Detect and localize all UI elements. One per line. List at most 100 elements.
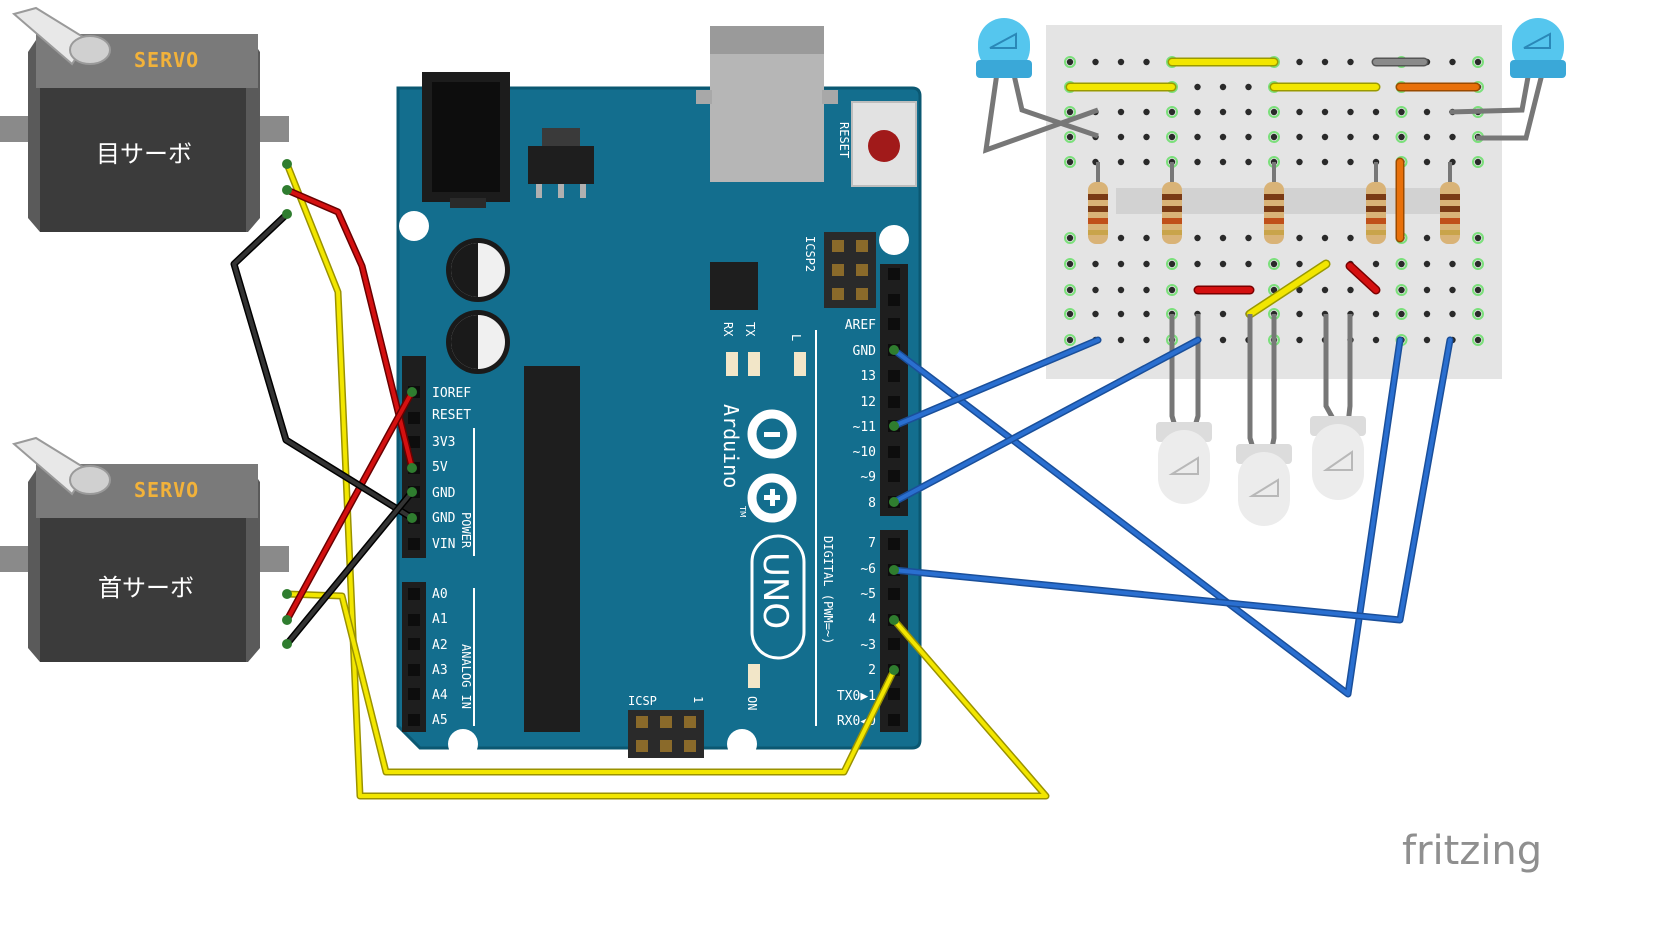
breadboard-hole	[1117, 133, 1125, 141]
breadboard-hole	[1092, 58, 1099, 66]
pin-socket	[888, 446, 900, 458]
resistor	[1264, 162, 1284, 244]
breadboard-hole	[1117, 310, 1125, 318]
breadboard-hole	[1347, 286, 1354, 294]
pin-label-10: ~10	[853, 445, 876, 460]
breadboard-hole	[1092, 310, 1099, 318]
breadboard-hole	[1092, 260, 1099, 268]
breadboard-holes	[1064, 56, 1484, 346]
breadboard-hole	[1398, 133, 1405, 141]
analog-pin-labels: A0 A1 A2 A3 A4 A5	[432, 587, 448, 728]
breadboard-hole	[1423, 158, 1431, 166]
arduino-logo	[747, 409, 797, 523]
breadboard-hole	[1168, 286, 1176, 294]
breadboard-hole	[1117, 286, 1125, 294]
icsp-pin	[684, 716, 696, 728]
breadboard-hole	[1245, 83, 1252, 91]
pin-socket	[408, 614, 420, 626]
icsp2-label: ICSP2	[803, 236, 817, 272]
icsp2-pin	[832, 264, 844, 276]
pin-socket	[888, 396, 900, 408]
pin-label-5v: 5V	[432, 460, 448, 475]
breadboard-hole	[1245, 234, 1252, 242]
icsp-label: ICSP	[628, 694, 657, 708]
pin-label-4: 4	[868, 612, 876, 627]
breadboard-hole	[1117, 158, 1125, 166]
breadboard-hole	[1449, 260, 1456, 268]
breadboard-hole	[1219, 133, 1227, 141]
breadboard-hole	[1219, 336, 1227, 344]
breadboard-hole	[1398, 260, 1405, 268]
pin-label-a2: A2	[432, 638, 448, 653]
breadboard-hole	[1143, 108, 1150, 116]
reset-button-label: RESET	[837, 122, 851, 158]
digital-group-label: DIGITAL (PWM=~)	[821, 536, 835, 644]
breadboard-hole	[1296, 158, 1303, 166]
breadboard-hole	[1347, 108, 1354, 116]
icsp2-pin	[856, 240, 868, 252]
icsp-pin	[636, 716, 648, 728]
pin-label-gnd-2: GND	[432, 511, 456, 526]
icsp-pin	[660, 716, 672, 728]
breadboard-hole	[1168, 260, 1176, 268]
breadboard-hole	[1423, 260, 1431, 268]
breadboard-hole	[1398, 286, 1405, 294]
pin-label-vin: VIN	[432, 537, 455, 552]
breadboard-hole	[1194, 158, 1201, 166]
pin-label-9: ~9	[860, 470, 876, 485]
pin-label-a5: A5	[432, 713, 448, 728]
breadboard-hole	[1347, 234, 1354, 242]
breadboard-hole	[1245, 108, 1252, 116]
breadboard-hole	[1245, 158, 1252, 166]
breadboard-hole	[1168, 133, 1176, 141]
pin-socket	[408, 538, 420, 550]
pin-socket	[888, 688, 900, 700]
breadboard-hole	[1449, 286, 1456, 294]
pin-socket	[408, 638, 420, 650]
breadboard-hole	[1423, 310, 1431, 318]
pin-label-gnd-digital: GND	[853, 344, 877, 359]
pin-socket	[888, 714, 900, 726]
breadboard-hole	[1117, 234, 1125, 242]
breadboard-hole	[1066, 108, 1074, 116]
breadboard-hole	[1296, 133, 1303, 141]
breadboard-hole	[1423, 234, 1431, 242]
breadboard-hole	[1296, 310, 1303, 318]
arduino-trademark: TM	[738, 505, 747, 518]
breadboard-hole	[1194, 260, 1201, 268]
pin-label-6: ~6	[860, 562, 876, 577]
fritzing-watermark: fritzing	[1402, 828, 1542, 874]
pin-socket	[888, 318, 900, 330]
icsp2-pin	[856, 264, 868, 276]
breadboard-hole	[1143, 260, 1150, 268]
breadboard-hole	[1398, 310, 1405, 318]
breadboard-hole	[1270, 133, 1278, 141]
breadboard-hole	[1321, 234, 1329, 242]
breadboard-hole	[1143, 234, 1150, 242]
wire-endpoints	[282, 159, 899, 675]
breadboard-hole	[1372, 133, 1380, 141]
l-led-label: L	[789, 334, 803, 341]
breadboard-hole	[1066, 286, 1074, 294]
breadboard-hole	[1194, 234, 1201, 242]
breadboard-hole	[1245, 260, 1252, 268]
breadboard-hole	[1372, 260, 1380, 268]
breadboard-hole	[1117, 260, 1125, 268]
breadboard-hole	[1347, 133, 1354, 141]
eye-servo: SERVO 目サーボ	[0, 6, 289, 232]
breadboard-hole	[1168, 108, 1176, 116]
pin-label-a1: A1	[432, 612, 448, 627]
breadboard-hole	[1296, 58, 1303, 66]
arduino-brand: Arduino	[719, 404, 743, 488]
breadboard-hole	[1143, 158, 1150, 166]
pin-label-5: ~5	[860, 587, 876, 602]
pin-label-ioref: IOREF	[432, 386, 471, 401]
on-led-label: ON	[745, 696, 759, 710]
power-pin-labels: IOREF RESET 3V3 5V GND GND VIN	[432, 386, 471, 552]
breadboard-hole	[1449, 58, 1456, 66]
breadboard-hole	[1143, 58, 1150, 66]
pin-label-8: 8	[868, 496, 876, 511]
pin-label-2: 2	[868, 663, 876, 678]
white-led-1	[1156, 314, 1212, 504]
